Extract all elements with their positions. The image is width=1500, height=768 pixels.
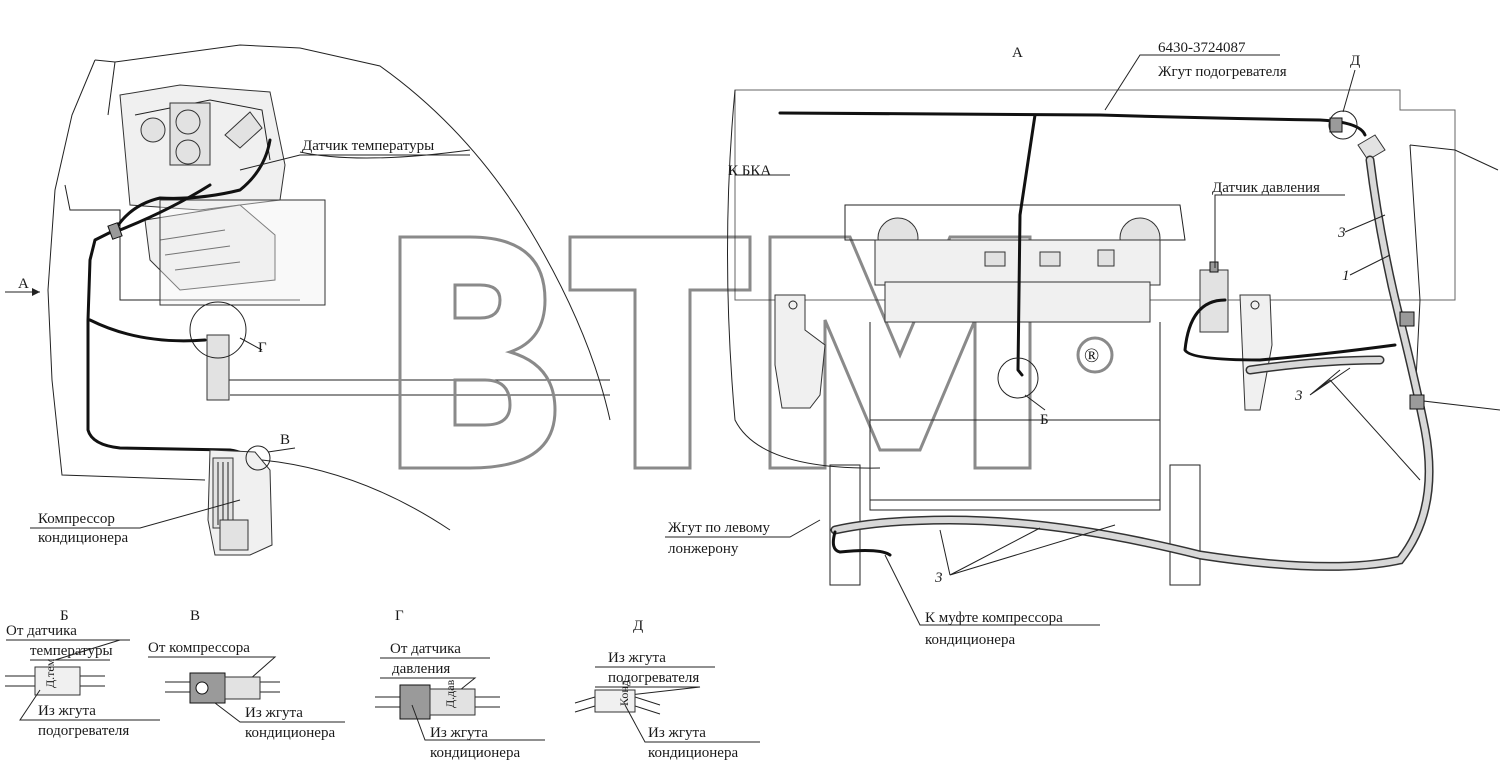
clutch-label-line2: кондиционера [925,632,1015,648]
detail-v-bottom2: кондиционера [245,725,335,741]
detail-d-tag: Конд [617,680,631,706]
left-spar-label-line2: лонжерону [668,541,739,557]
callout-3-bottom: 3 [934,570,943,586]
mark-g-label: Г [258,340,267,356]
detail-b-tag: Д.тем [43,658,57,688]
detail-b: Б От датчика температуры Д.тем Из жгута … [5,608,160,739]
detail-v-bottom1: Из жгута [245,705,303,721]
detail-b-bottom2: подогревателя [38,723,129,739]
view-a-title: А [1012,45,1023,61]
detail-g-top1: От датчика [390,641,461,657]
mark-v-label: В [280,432,290,448]
pressure-sensor-label: Датчик давления [1212,180,1320,196]
heater-harness-label: Жгут подогревателя [1158,64,1287,80]
compressor-label-line1: Компрессор [38,511,115,527]
callout-3-top: 3 [1337,225,1346,241]
part-number-label: 6430-3724087 [1158,40,1246,56]
detail-b-id: Б [60,608,69,624]
watermark: ® [398,235,1114,470]
detail-d: Д Из жгута подогревателя Конд Из жгута к… [574,618,760,761]
detail-g-id: Г [395,608,404,624]
detail-g: Г От датчика давления Д.дав Из жгута кон… [375,608,545,761]
detail-b-top1: От датчика [6,623,77,639]
mark-d-label: Д [1350,53,1360,69]
detail-d-bottom2: кондиционера [648,745,738,761]
watermark-mark: ® [1084,345,1099,367]
detail-v-id: В [190,608,200,624]
left-spar-label-line1: Жгут по левому [668,520,771,536]
callout-1: 1 [1342,268,1350,284]
detail-g-bottom2: кондиционера [430,745,520,761]
detail-v: В От компрессора Из жгута кондиционера [148,608,345,741]
detail-b-top2: температуры [30,643,113,659]
detail-b-bottom1: Из жгута [38,703,96,719]
detail-d-id: Д [633,618,643,634]
right-view-a: А Датчик давления 6430-3724087 Жгут подо… [665,40,1500,648]
detail-g-bottom1: Из жгута [430,725,488,741]
clutch-label-line1: К муфте компрессора [925,610,1063,626]
detail-g-tag: Д.дав [443,679,457,708]
detail-d-top1: Из жгута [608,650,666,666]
to-bka-label: К БКА [728,163,771,179]
detail-d-bottom1: Из жгута [648,725,706,741]
callout-3-right: 3 [1294,388,1303,404]
temp-sensor-label: Датчик температуры [302,138,434,154]
detail-v-top1: От компрессора [148,640,250,656]
detail-g-top2: давления [392,661,450,677]
compressor-label-line2: кондиционера [38,530,128,546]
view-arrow-label: А [18,276,29,292]
detail-d-top2: подогревателя [608,670,699,686]
mark-b-label: Б [1040,412,1049,428]
left-view: А Датчик температуры Г В Компрессор конд… [5,44,611,556]
